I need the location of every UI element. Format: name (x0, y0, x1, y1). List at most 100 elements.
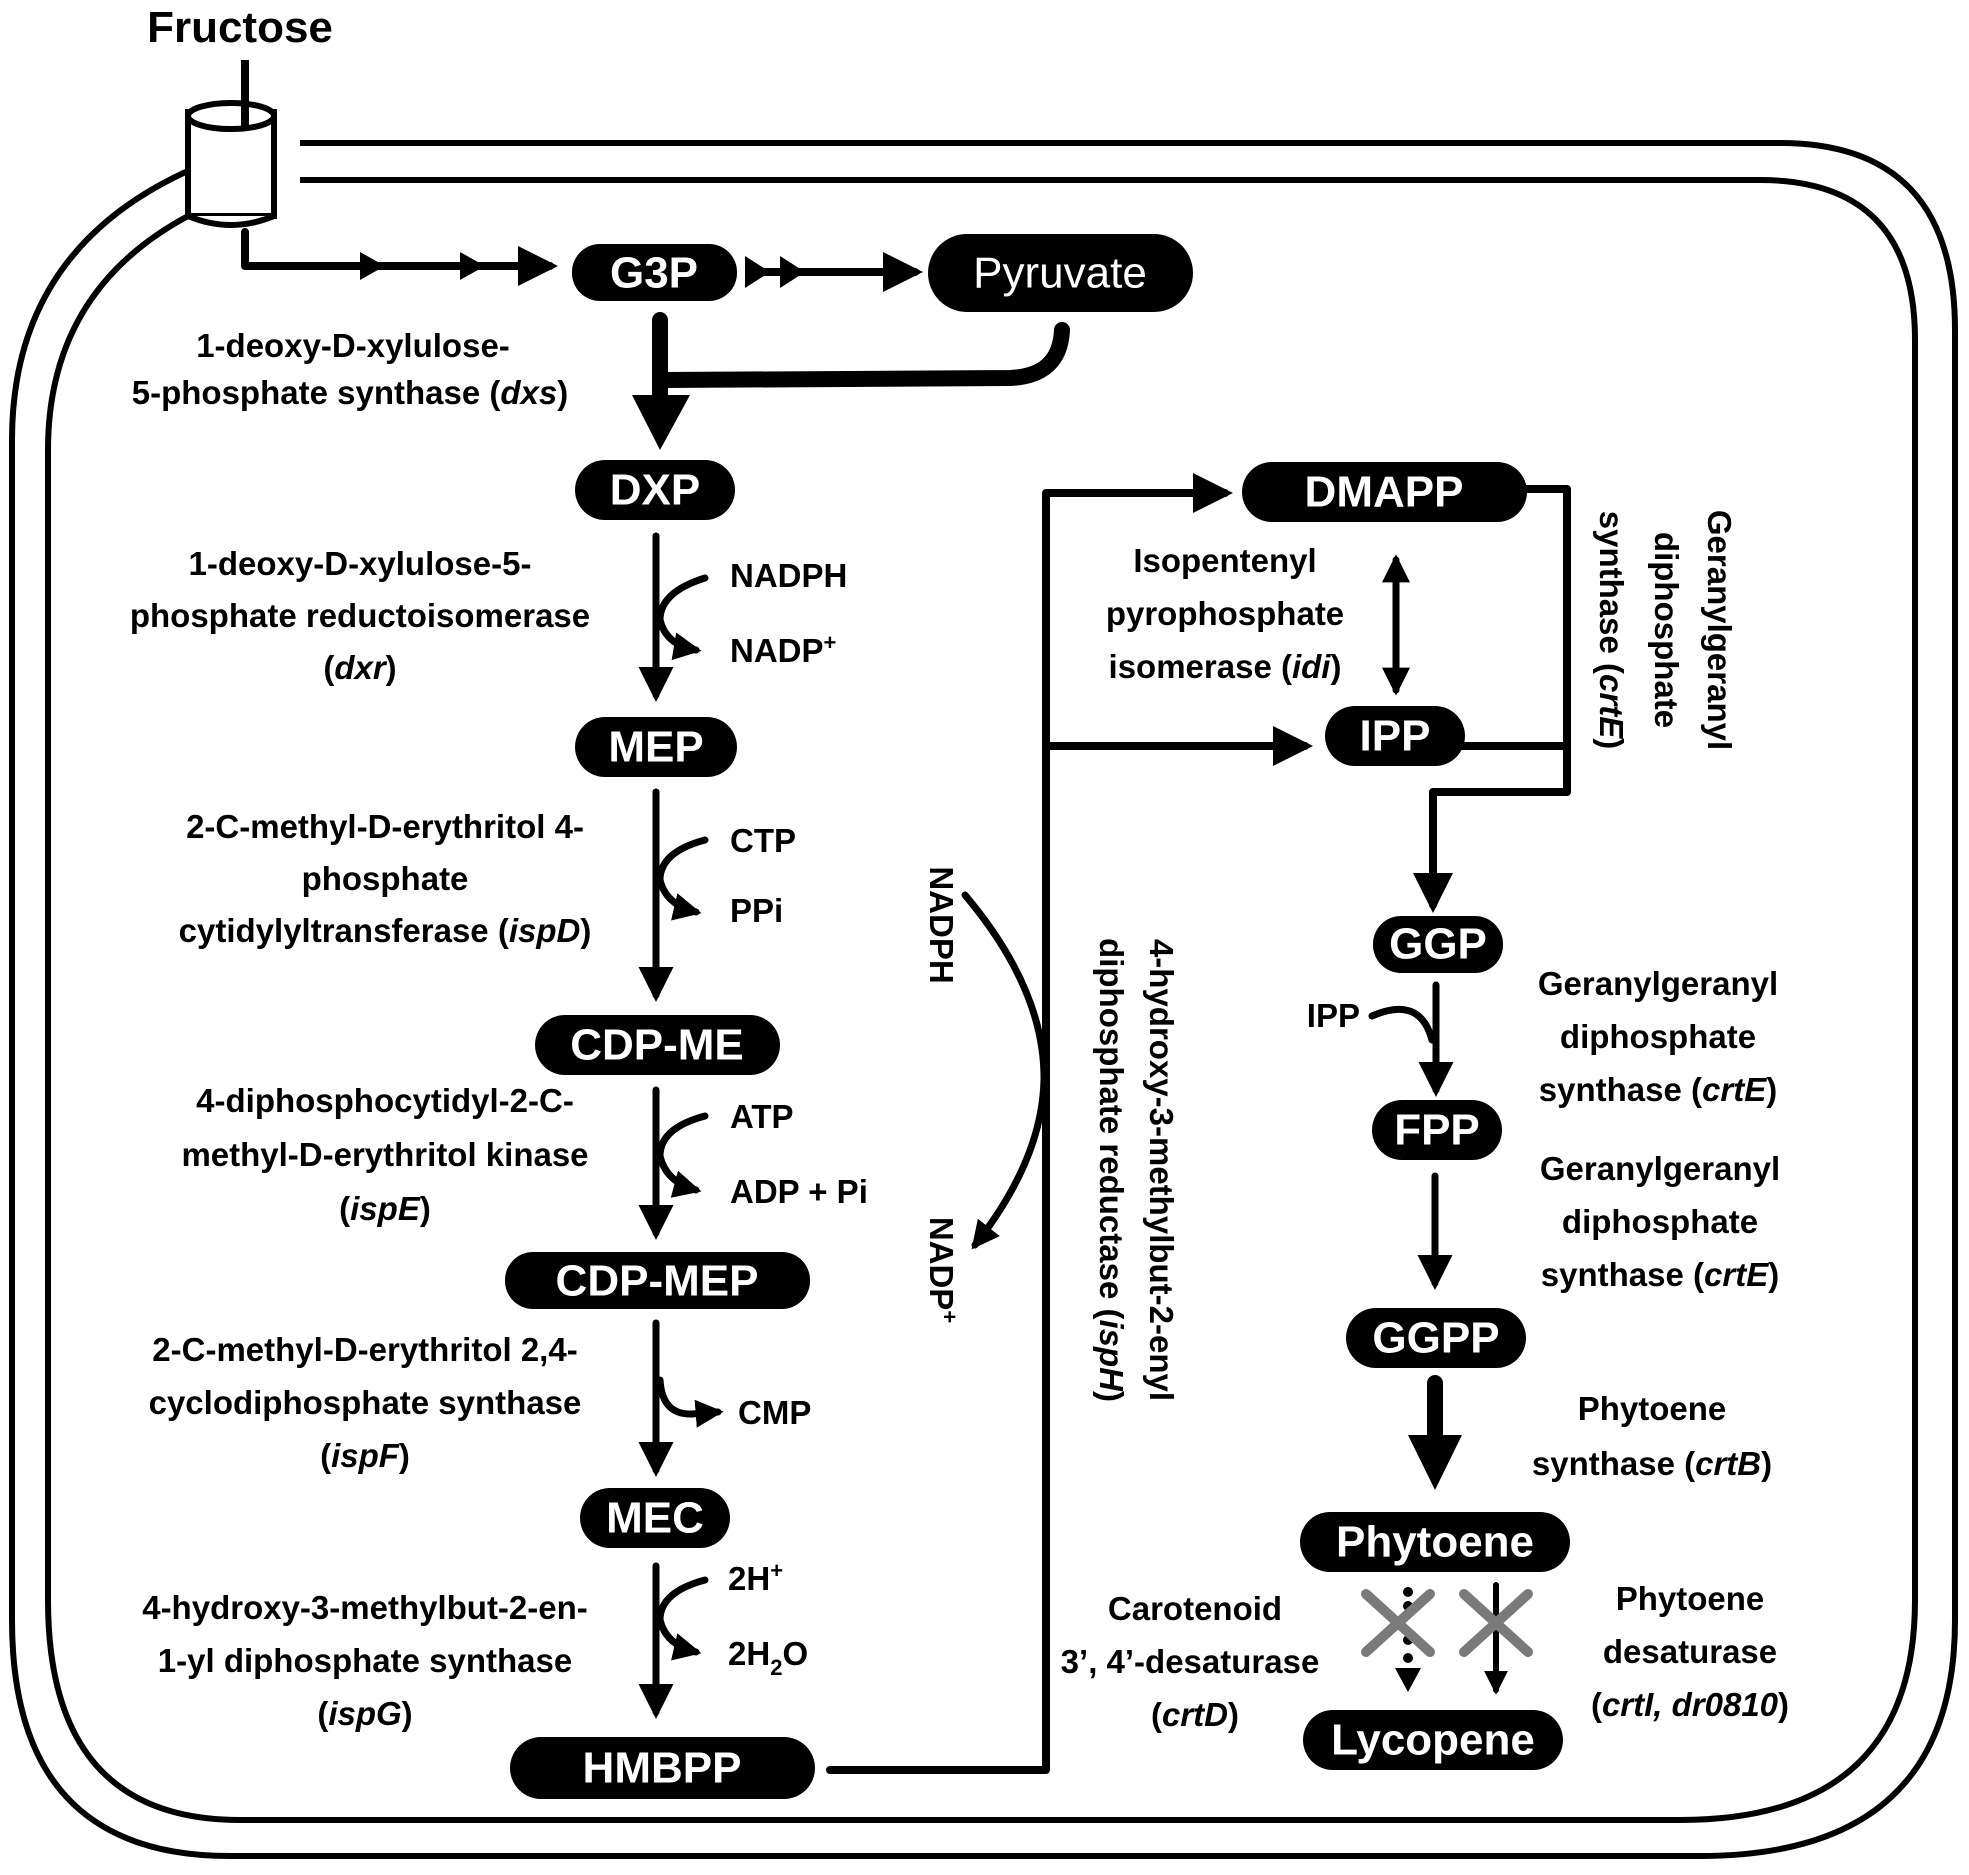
svg-text:DXP: DXP (610, 466, 700, 515)
svg-text:5-phosphate synthase (dxs): 5-phosphate synthase (dxs) (132, 374, 568, 411)
svg-text:HMBPP: HMBPP (583, 1744, 742, 1793)
ispG-reaction-arrow (638, 1562, 709, 1719)
svg-text:2-C-methyl-D-erythritol 2,4-: 2-C-methyl-D-erythritol 2,4- (152, 1331, 577, 1368)
svg-text:cytidylyltransferase (ispD): cytidylyltransferase (ispD) (179, 912, 592, 949)
enzyme-label-crtE-vertical: Geranylgeranyl diphosphate synthase (crt… (1593, 510, 1738, 750)
enzyme-label-crtE-2: Geranylgeranyl diphosphate synthase (crt… (1540, 1150, 1780, 1293)
svg-text:synthase (crtE): synthase (crtE) (1539, 1071, 1777, 1108)
node-ggpp: GGPP (1346, 1308, 1526, 1368)
dxs-arrowhead (632, 395, 690, 450)
cofactor-adp-pi: ADP + Pi (730, 1173, 868, 1210)
node-hmbpp: HMBPP (510, 1737, 815, 1799)
enzyme-label-ispD: 2-C-methyl-D-erythritol 4- phosphate cyt… (179, 808, 592, 949)
crtB-arrowhead (1408, 1435, 1462, 1490)
svg-text:diphosphate: diphosphate (1560, 1018, 1756, 1055)
cofactor-ctp: CTP (730, 822, 796, 859)
enzyme-label-ispE: 4-diphosphocytidyl-2-C- methyl-D-erythri… (181, 1082, 588, 1227)
cofactor-ppi: PPi (730, 892, 783, 929)
enzyme-label-ispG: 4-hydroxy-3-methylbut-2-en- 1-yl diphosp… (142, 1589, 588, 1732)
enzyme-label-crtI: Phytoene desaturase (crtI, dr0810) (1591, 1580, 1789, 1723)
node-ggp: GGP (1373, 916, 1503, 973)
multistep-arrowheads (360, 252, 485, 280)
cofactor-nadph-dxr: NADPH (730, 557, 847, 594)
svg-text:4-diphosphocytidyl-2-C-: 4-diphosphocytidyl-2-C- (196, 1082, 574, 1119)
blocked-crtI-x-icon (1459, 1589, 1533, 1657)
svg-text:DMAPP: DMAPP (1305, 468, 1464, 517)
svg-text:GGPP: GGPP (1372, 1314, 1499, 1363)
enzyme-label-crtE-1: Geranylgeranyl diphosphate synthase (crt… (1538, 965, 1778, 1108)
enzyme-label-dxs: 1-deoxy-D-xylulose- 5-phosphate synthase… (132, 327, 568, 411)
cofactor-ipp-side: IPP (1307, 997, 1360, 1034)
node-ipp: IPP (1325, 706, 1465, 766)
svg-text:(crtI, dr0810): (crtI, dr0810) (1591, 1686, 1789, 1723)
blocked-crtD-x-icon (1361, 1589, 1435, 1657)
svg-text:phosphate reductoisomerase: phosphate reductoisomerase (130, 597, 590, 634)
svg-text:MEP: MEP (608, 723, 703, 772)
svg-text:diphosphate: diphosphate (1562, 1203, 1758, 1240)
node-phytoene: Phytoene (1300, 1512, 1570, 1572)
svg-text:Geranylgeranyl: Geranylgeranyl (1540, 1150, 1780, 1187)
svg-text:CDP-ME: CDP-ME (570, 1021, 744, 1070)
svg-text:MEC: MEC (606, 1494, 704, 1543)
cofactor-nadph-isph: NADPH (923, 866, 960, 983)
svg-text:(ispE): (ispE) (339, 1190, 431, 1227)
svg-text:Geranylgeranyl: Geranylgeranyl (1701, 510, 1738, 750)
enzyme-label-crtD: Carotenoid 3’, 4’-desaturase (crtD) (1061, 1590, 1320, 1733)
svg-text:FPP: FPP (1394, 1106, 1480, 1155)
node-fpp: FPP (1372, 1100, 1502, 1160)
svg-text:methyl-D-erythritol kinase: methyl-D-erythritol kinase (181, 1136, 588, 1173)
svg-text:Geranylgeranyl: Geranylgeranyl (1538, 965, 1778, 1002)
enzyme-label-ispF: 2-C-methyl-D-erythritol 2,4- cyclodiphos… (149, 1331, 582, 1474)
svg-text:Isopentenyl: Isopentenyl (1133, 542, 1316, 579)
svg-text:Phytoene: Phytoene (1616, 1580, 1765, 1617)
fructose-transporter-icon (185, 60, 277, 228)
node-lycopene: Lycopene (1303, 1710, 1563, 1770)
svg-text:(dxr): (dxr) (323, 649, 396, 686)
enzyme-label-crtB: Phytoene synthase (crtB) (1532, 1390, 1772, 1482)
svg-text:(ispF): (ispF) (320, 1437, 410, 1474)
fructose-label: Fructose (147, 3, 333, 52)
svg-text:2-C-methyl-D-erythritol 4-: 2-C-methyl-D-erythritol 4- (186, 808, 584, 845)
node-cdp-me: CDP-ME (535, 1015, 780, 1075)
multistep-arrowheads-2 (745, 256, 805, 288)
svg-text:synthase (crtB): synthase (crtB) (1532, 1445, 1772, 1482)
isph-to-dmapp-arrow (826, 473, 1233, 1774)
svg-text:isomerase (idi): isomerase (idi) (1109, 648, 1342, 685)
svg-text:(ispG): (ispG) (317, 1695, 412, 1732)
svg-text:phosphate: phosphate (302, 860, 469, 897)
svg-text:4-hydroxy-3-methylbut-2-enyl: 4-hydroxy-3-methylbut-2-enyl (1143, 939, 1180, 1401)
svg-text:Pyruvate: Pyruvate (973, 249, 1147, 298)
cofactor-2h2o: 2H2O (728, 1635, 808, 1680)
node-cdp-mep: CDP-MEP (505, 1252, 810, 1309)
svg-text:cyclodiphosphate synthase: cyclodiphosphate synthase (149, 1384, 582, 1421)
svg-text:pyrophosphate: pyrophosphate (1106, 595, 1344, 632)
ispD-reaction-arrow (638, 788, 709, 1002)
enzyme-label-ispH: 4-hydroxy-3-methylbut-2-enyl diphosphate… (1093, 938, 1180, 1402)
svg-text:1-deoxy-D-xylulose-: 1-deoxy-D-xylulose- (196, 327, 510, 364)
cofactor-nadp-isph: NADP+ (923, 1217, 962, 1323)
svg-text:synthase (crtE): synthase (crtE) (1541, 1256, 1779, 1293)
node-dmapp: DMAPP (1242, 462, 1527, 522)
cofactor-cmp: CMP (738, 1394, 811, 1431)
svg-text:desaturase: desaturase (1603, 1633, 1777, 1670)
ispE-reaction-arrow (638, 1086, 709, 1240)
node-mec: MEC (580, 1488, 730, 1548)
nadph-isph-arrow (961, 891, 1048, 1250)
svg-text:(crtD): (crtD) (1151, 1696, 1239, 1733)
node-g3p: G3P (572, 244, 737, 301)
outer-membrane (9, 140, 1958, 1859)
svg-text:1-yl diphosphate synthase: 1-yl diphosphate synthase (158, 1642, 572, 1679)
cofactor-2h-plus: 2H+ (728, 1558, 783, 1597)
svg-text:diphosphate reductase (ispH): diphosphate reductase (ispH) (1093, 938, 1130, 1402)
svg-text:IPP: IPP (1360, 712, 1431, 761)
glycolysis-arrow (241, 228, 558, 286)
svg-text:4-hydroxy-3-methylbut-2-en-: 4-hydroxy-3-methylbut-2-en- (142, 1589, 588, 1626)
node-dxp: DXP (575, 460, 735, 520)
svg-text:CDP-MEP: CDP-MEP (556, 1257, 759, 1306)
svg-text:Phytoene: Phytoene (1578, 1390, 1727, 1427)
cofactor-nadp-dxr: NADP+ (730, 630, 836, 669)
svg-text:GGP: GGP (1389, 920, 1487, 969)
svg-text:Phytoene: Phytoene (1336, 1518, 1534, 1567)
svg-text:diphosphate: diphosphate (1648, 532, 1685, 728)
